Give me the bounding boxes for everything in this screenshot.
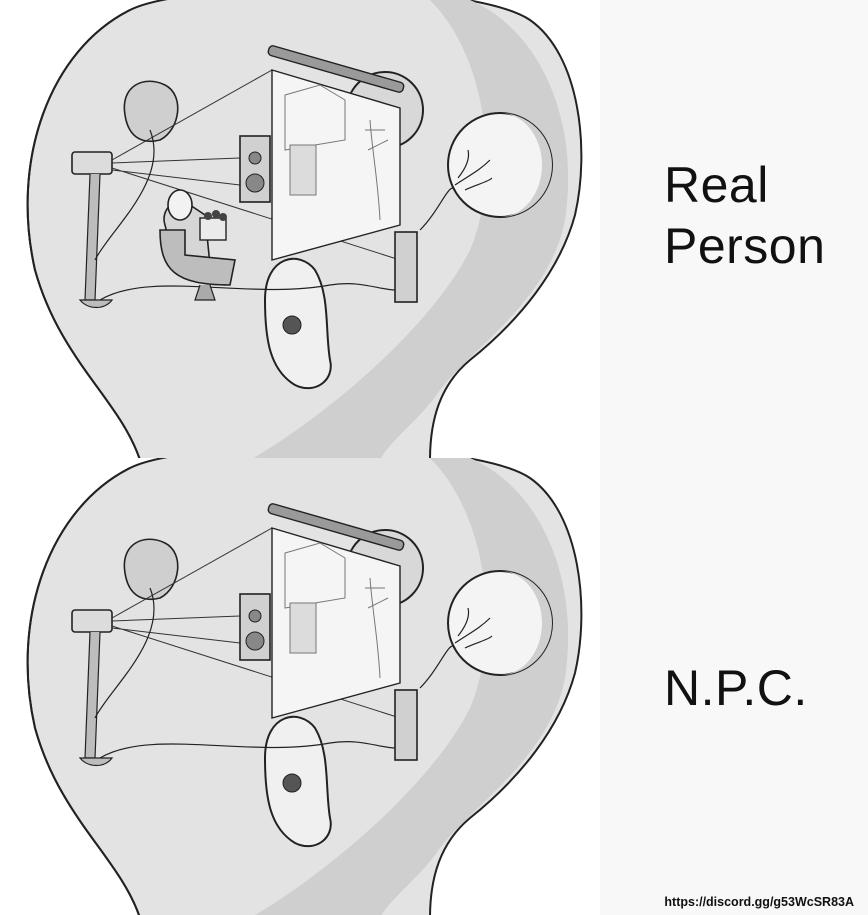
label-column: Real Person — [600, 0, 868, 458]
discord-url: https://discord.gg/g53WcSR83A — [664, 895, 854, 909]
label-column: N.P.C. https://discord.gg/g53WcSR83A — [600, 458, 868, 915]
viewer-figure — [159, 189, 236, 301]
head-illustration-npc — [0, 458, 600, 915]
top-panel: Real Person — [0, 0, 868, 458]
caption-real-person: Real Person — [664, 157, 826, 274]
bottom-panel: N.P.C. https://discord.gg/g53WcSR83A — [0, 458, 868, 915]
head-illustration-real-person — [0, 0, 600, 458]
caption-npc: N.P.C. — [664, 660, 808, 716]
